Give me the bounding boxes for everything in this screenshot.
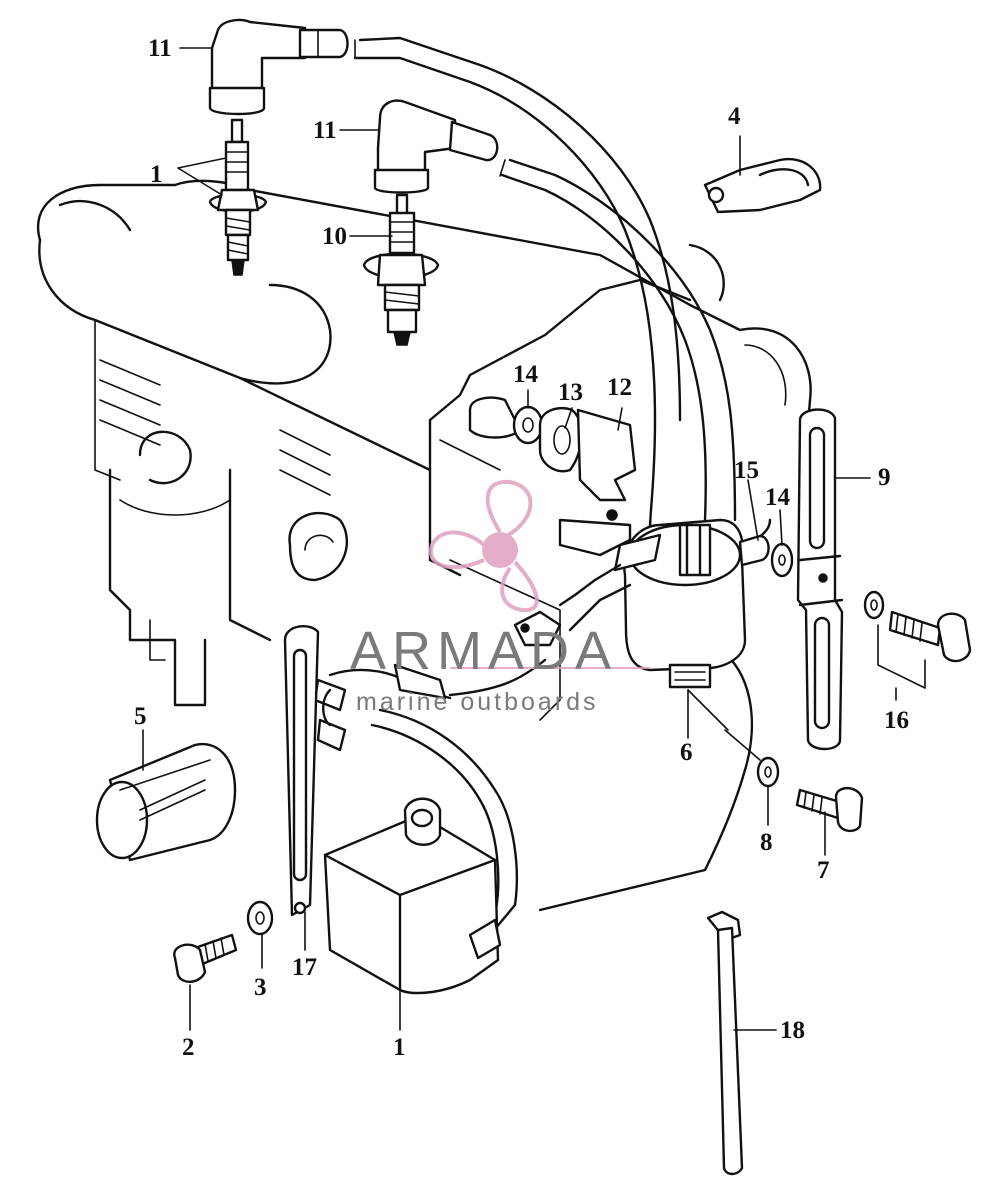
bolt-washer-16 bbox=[863, 590, 972, 689]
bolt-2 bbox=[173, 933, 238, 983]
engine-block bbox=[37, 179, 812, 912]
callout-6: 6 bbox=[680, 739, 693, 766]
spark-plug-10 bbox=[362, 193, 440, 346]
callout-10: 10 bbox=[322, 223, 347, 250]
callout-4: 4 bbox=[728, 103, 741, 130]
callout-11-upper: 11 bbox=[148, 35, 172, 62]
callout-11-lower: 11 bbox=[313, 117, 337, 144]
watermark-tagline: marine outboards bbox=[356, 688, 599, 716]
callout-12: 12 bbox=[607, 374, 632, 401]
plug-cap-and-lead-upper bbox=[208, 18, 682, 532]
propeller-logo-icon bbox=[428, 479, 650, 669]
callout-7: 7 bbox=[817, 857, 830, 884]
collar-and-washer bbox=[738, 534, 794, 578]
plug-cap-and-lead-lower bbox=[373, 99, 737, 522]
callout-1-lower: 1 bbox=[393, 1034, 406, 1061]
spark-plug-1 bbox=[208, 118, 268, 276]
callout-5: 5 bbox=[134, 703, 147, 730]
leader-lines bbox=[142, 47, 897, 1031]
callout-17: 17 bbox=[292, 954, 317, 981]
callout-16: 16 bbox=[884, 707, 909, 734]
callout-3: 3 bbox=[254, 974, 267, 1001]
callout-15: 15 bbox=[734, 457, 759, 484]
lead-clamp-4 bbox=[703, 157, 822, 214]
callout-9: 9 bbox=[878, 464, 891, 491]
callout-1-upper: 1 bbox=[150, 161, 163, 188]
watermark-brand: ARMADA bbox=[350, 621, 618, 681]
callout-14-right: 14 bbox=[765, 484, 790, 511]
grommet-and-spacer bbox=[468, 396, 637, 557]
callout-8: 8 bbox=[760, 829, 773, 856]
mounting-strap-9 bbox=[796, 408, 844, 751]
cable-tie-18 bbox=[706, 910, 744, 1176]
callout-13: 13 bbox=[558, 379, 583, 406]
ignition-coil-6 bbox=[513, 518, 772, 689]
bolt-7 bbox=[795, 786, 864, 833]
washer-3 bbox=[246, 900, 274, 936]
callout-2: 2 bbox=[182, 1034, 195, 1061]
callout-18: 18 bbox=[780, 1017, 805, 1044]
sleeve-5 bbox=[95, 742, 237, 862]
washer-8 bbox=[756, 756, 780, 788]
cdi-unit-and-harness bbox=[283, 624, 547, 995]
callout-14-left: 14 bbox=[513, 361, 538, 388]
